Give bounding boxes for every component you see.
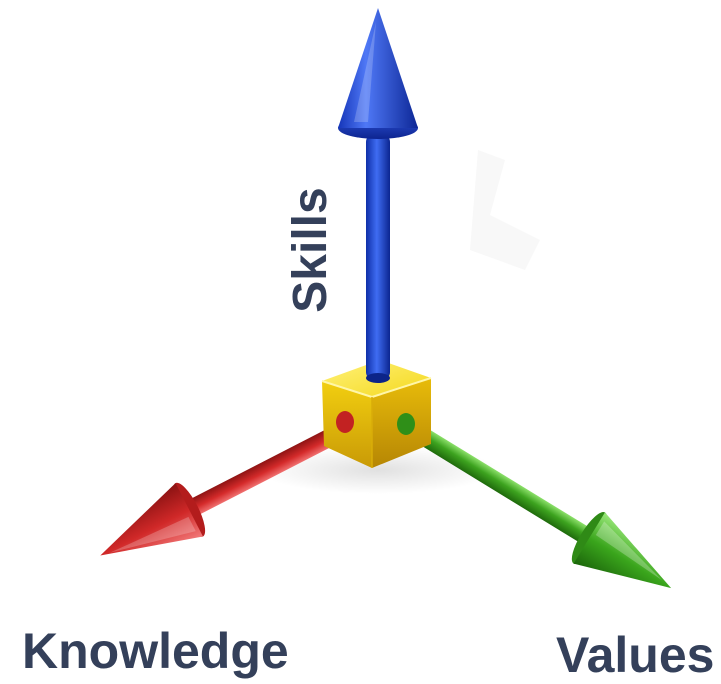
- skills-label: Skills: [284, 187, 337, 313]
- skills-arrow-head: [338, 8, 418, 128]
- values-arrow-shaft: [397, 416, 592, 544]
- values-arrow: [397, 416, 672, 589]
- values-label: Values: [556, 627, 715, 683]
- skills-arrow: [338, 8, 418, 383]
- skills-arrow-shaft: [366, 134, 390, 380]
- ground-shadow: [258, 446, 498, 494]
- knowledge-label: Knowledge: [22, 623, 289, 679]
- knowledge-arrow-head: [100, 483, 203, 556]
- knowledge-socket: [336, 411, 354, 433]
- knowledge-arrow: [100, 416, 363, 556]
- faint-background-mark: [470, 150, 540, 270]
- knowledge-arrow-shaft: [187, 416, 363, 516]
- values-arrow-head: [573, 512, 672, 589]
- values-socket: [397, 413, 415, 435]
